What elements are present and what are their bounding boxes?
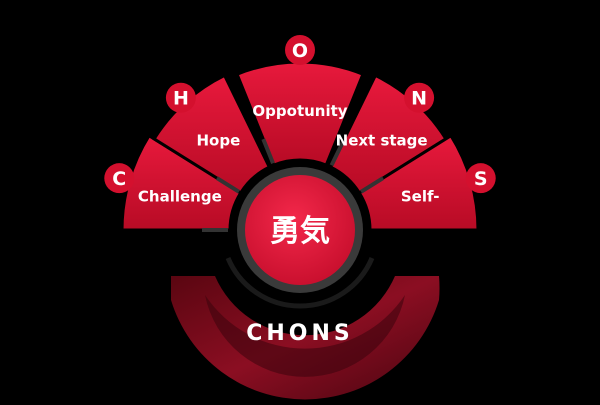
segment-shape [235,60,365,168]
letter-badge [465,163,496,194]
segment-n: Next stage N [328,73,448,195]
segment-separator [261,138,275,164]
center-halo-groove [225,257,375,309]
center-circle [245,175,355,285]
segment-shape [357,133,480,232]
segment-s: Self- S [357,133,496,232]
segment-separator [359,176,385,194]
letter-badge [104,163,135,194]
letter-badge-text: C [112,168,126,190]
segment-label: Oppotunity [252,102,347,120]
segment-shape [120,133,243,232]
letter-badge-text: H [173,88,189,110]
letter-badge-text: N [411,88,427,110]
segment-separator [215,176,241,194]
base-label: CHONS [246,321,354,346]
segments: Challenge C Hope H Oppotunity O Next stage N Sel… [104,35,496,232]
letter-badge-text: O [292,40,308,62]
segment-h: Hope H [152,73,272,195]
letter-badge [285,35,315,65]
center-label: 勇気 [270,214,330,249]
segment-label: Next stage [336,131,428,149]
letter-badge [404,82,435,113]
letter-badge-text: S [474,168,488,190]
segment-label: Challenge [138,188,222,206]
base-ring-shade [205,295,405,377]
segment-label: Self- [401,188,440,206]
segment-separator [329,141,345,167]
letter-badge [165,82,196,113]
base-ring [171,276,440,400]
segment-o: Oppotunity O [235,35,365,168]
segment-c: Challenge C [104,133,243,232]
segment-label: Hope [196,131,240,149]
